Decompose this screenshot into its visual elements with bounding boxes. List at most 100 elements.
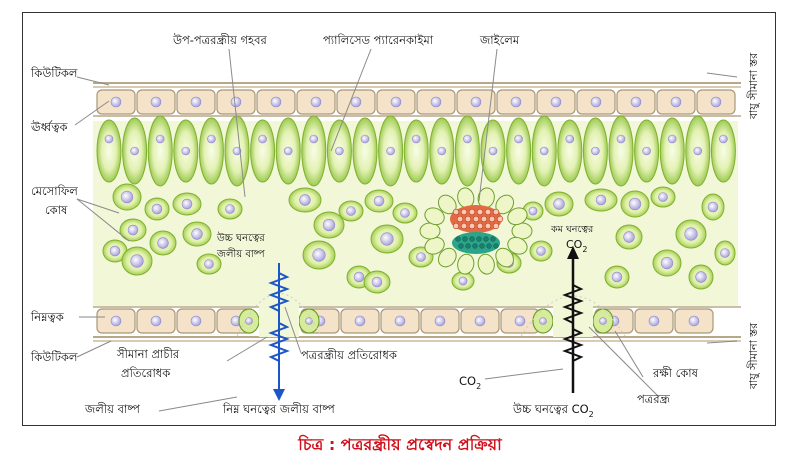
nucleus [350,96,362,108]
label-substomatal-cavity: উপ-পত্ররন্ধ্রীয় গহবর [172,33,267,47]
label-boundary-resistance-line2: প্রতিরোধক [121,366,171,380]
nucleus [434,315,446,327]
phloem-cell [493,243,499,249]
nucleus [550,96,562,108]
label-lower-epidermis: নিম্নত্বক [30,310,65,324]
palisade-layer [96,115,736,187]
nucleus [720,248,730,258]
xylem-vessel [480,215,488,223]
xylem-vessel [456,215,464,223]
phloem-cell [469,236,475,242]
xylem-vessel [468,208,476,216]
nucleus [305,317,313,325]
nucleus [630,96,642,108]
palisade-cell [608,115,634,187]
xylem-vessel [472,215,480,223]
upper-epidermis [93,89,741,117]
nucleus [130,254,144,268]
nucleus [155,134,165,144]
nucleus [150,96,162,108]
nucleus [190,315,202,327]
nucleus [354,315,366,327]
nucleus [539,146,549,156]
nucleus [688,315,700,327]
phloem-cell [490,236,496,242]
xylem-vessel [460,208,468,216]
nucleus [127,224,139,236]
nucleus [299,194,311,206]
label-low-co2-line1: কম ঘনত্বের [550,224,594,235]
nucleus [181,198,193,210]
nucleus [380,232,394,246]
palisade-cell [352,117,378,185]
xylem-vessel [492,222,500,230]
palisade-cell [96,119,122,183]
xylem-vessel [484,208,492,216]
label-stomatal-resistance: পত্ররন্ধ্রীয় প্রতিরোধক [301,348,398,362]
lower-cuticle [93,336,741,342]
nucleus [590,96,602,108]
co2-pathway [562,246,584,393]
nucleus [616,134,626,144]
bundle-sheath-cell [477,253,495,275]
nucleus [514,315,526,327]
bundle-sheath-cell [511,222,533,240]
bundle-sheath-cell [457,253,475,275]
nucleus [230,96,242,108]
nucleus [642,146,651,156]
nucleus [371,276,383,288]
nucleus [110,315,122,327]
water-vapour-pathway [268,263,290,401]
palisade-cell [198,117,224,185]
xylem-vessel [476,222,484,230]
vascular-bundle [419,187,533,275]
nucleus [553,198,565,210]
nucleus [157,237,169,249]
nucleus [283,146,293,156]
label-boundary-resistance-line1: সীমানা প্রাচীর [116,347,180,361]
nucleus [660,256,674,270]
label-cuticle-top: কিউটিকল [30,66,79,80]
nucleus [245,317,253,325]
bundle-sheath-cell [495,247,515,268]
nucleus [270,96,282,108]
label-low-vapour: নিম্ন ঘনত্বের জলীয় বাষ্প [222,402,336,416]
nucleus [394,315,406,327]
labels: উপ-পত্ররন্ধ্রীয় গহবর প্যালিসেড প্যারেনক… [30,33,760,419]
nucleus [204,259,214,269]
nucleus [536,246,546,256]
nucleus [225,204,235,214]
phloem-cell [455,236,461,242]
nucleus [322,218,336,232]
stomatal-resistor [268,272,290,312]
label-high-vapour-line1: উচ্চ ঘনত্বের [216,231,265,244]
nucleus [595,194,607,206]
phloem-cell [483,236,489,242]
nucleus [335,146,344,156]
co2-boundary-resistor [562,328,584,362]
label-air-boundary-top: বায়ু সীমানা স্তর [747,52,760,120]
nucleus [514,134,523,144]
nucleus [719,134,728,144]
nucleus [510,96,522,108]
nucleus [151,203,163,215]
nucleus [591,146,600,156]
bundle-sheath-cell [419,222,441,240]
palisade-cell [403,119,429,183]
nucleus [411,134,421,144]
upper-cuticle [93,82,741,88]
nucleus [110,96,122,108]
xylem-vessel [460,222,468,230]
palisade-cell [147,115,173,187]
label-palisade: প্যালিসেড প্যারেনকাইমা [323,33,434,47]
nucleus [693,146,703,156]
nucleus [181,146,191,156]
phloem-cell [479,243,485,249]
xylem-vessels [452,208,504,230]
label-water-vapour: জলীয় বাষ্প [84,402,141,416]
xylem-vessel [452,222,460,230]
boundary-resistor [268,322,290,362]
nucleus [400,208,410,218]
nucleus [360,134,370,144]
palisade-cell [557,119,583,183]
